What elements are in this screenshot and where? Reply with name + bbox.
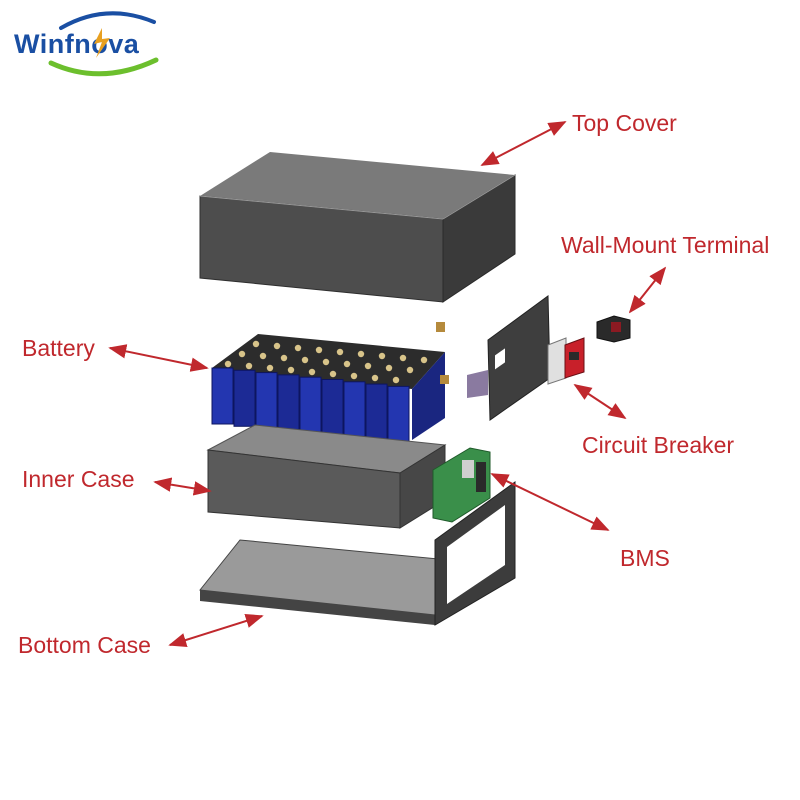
cell-terminal xyxy=(392,376,400,384)
terminal-lugs xyxy=(436,322,449,384)
cell-terminal xyxy=(399,354,407,362)
cell-terminal xyxy=(252,340,260,348)
cell-terminal xyxy=(364,362,372,370)
cell-terminal xyxy=(245,362,253,370)
cell-terminal xyxy=(308,368,316,376)
cell-terminal xyxy=(350,372,358,380)
top-cover-part xyxy=(199,152,516,303)
cell-terminal xyxy=(343,360,351,368)
wall-mount-terminal-part xyxy=(596,315,631,343)
cell-terminal xyxy=(238,350,246,358)
cell-terminal xyxy=(266,364,274,372)
battery-cell xyxy=(387,385,410,443)
battery-cell xyxy=(211,367,234,425)
battery-cell xyxy=(365,383,388,441)
cell-terminal xyxy=(329,370,337,378)
cell-terminal xyxy=(378,352,386,360)
cell-terminal xyxy=(406,366,414,374)
cell-terminal xyxy=(259,352,267,360)
cell-terminal xyxy=(371,374,379,382)
circuit-breaker-part xyxy=(547,337,585,385)
wall-mount-plate-part xyxy=(467,295,551,421)
cell-terminal xyxy=(280,354,288,362)
battery-cell xyxy=(233,369,256,427)
battery-cell xyxy=(255,372,278,430)
cell-terminal xyxy=(301,356,309,364)
battery-cell xyxy=(299,376,322,434)
cell-terminal xyxy=(420,356,428,364)
label-inner-case: Inner Case xyxy=(22,466,135,492)
label-circuit-breaker: Circuit Breaker xyxy=(582,432,735,458)
callout-arrows xyxy=(108,121,667,647)
cell-terminal xyxy=(287,366,295,374)
cell-terminal xyxy=(224,360,232,368)
cell-terminal xyxy=(385,364,393,372)
battery-cell xyxy=(277,374,300,432)
label-top-cover: Top Cover xyxy=(572,110,677,136)
battery-cell xyxy=(321,379,344,436)
cell-terminal xyxy=(336,348,344,356)
battery-cell xyxy=(343,381,366,439)
battery-cells-part xyxy=(211,334,445,443)
cell-terminal xyxy=(322,358,330,366)
cell-terminal xyxy=(357,350,365,358)
cell-terminal xyxy=(315,346,323,354)
label-battery: Battery xyxy=(22,335,95,361)
winfnova-logo: Winfnova xyxy=(14,11,159,77)
cell-terminal xyxy=(273,342,281,350)
bms-part xyxy=(432,447,491,523)
label-bottom-case: Bottom Case xyxy=(18,632,151,658)
cell-terminal xyxy=(294,344,302,352)
bolt-icon xyxy=(94,28,110,58)
label-wall-mount-terminal: Wall-Mount Terminal xyxy=(561,232,770,258)
label-bms: BMS xyxy=(620,545,670,571)
logo-wordmark: Winfnova xyxy=(14,29,140,59)
